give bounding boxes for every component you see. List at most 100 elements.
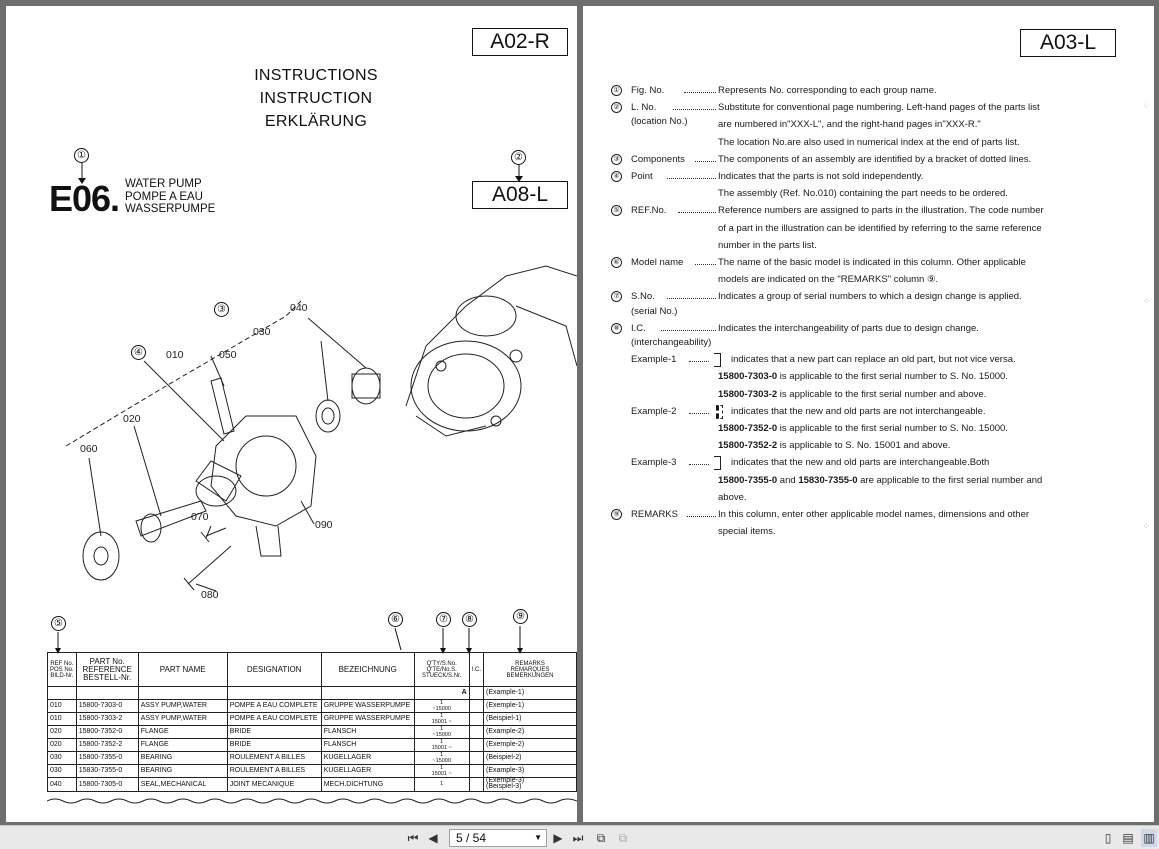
definition-number: ⑥ — [611, 257, 622, 268]
definition-number: ⑨ — [611, 509, 622, 520]
marker-a: A — [413, 686, 470, 700]
cell-ref: 020 — [47, 724, 77, 739]
ic-bracket-icon — [716, 404, 723, 419]
definition-term: Fig. No. — [631, 85, 665, 96]
dotted-leader-line — [678, 212, 716, 214]
paste-page-icon[interactable]: ⧉ — [618, 831, 628, 845]
part-ref-010: 010 — [166, 349, 184, 361]
example-line: 15800-7352-0 is applicable to the first … — [718, 420, 1101, 437]
qty-value: 1 — [440, 781, 444, 788]
cell-name: BEARING — [137, 763, 228, 778]
serial-range: 15001 ~ — [431, 744, 452, 751]
cell-qty: 1~15000 — [413, 750, 470, 765]
title-line: ERKLÄRUNG — [264, 113, 368, 130]
col-remarks-fr: REMARQUES — [510, 666, 550, 673]
remark-cell: (Beispiel-1) — [483, 711, 577, 726]
cell-designation: POMPE A EAU COMPLETE — [226, 711, 322, 726]
col-remarks-de: BEMERKUNGEN — [506, 672, 554, 679]
cell-part-no: 15800-7355-0 — [75, 750, 139, 765]
first-page-icon[interactable]: ⏮ — [407, 831, 419, 845]
cell-name: FLANGE — [137, 737, 228, 752]
dotted-leader-line — [683, 92, 716, 93]
single-page-view-icon[interactable]: ▯ — [1104, 831, 1112, 845]
definition-line: above. — [611, 489, 1101, 506]
part-ref-090: 090 — [315, 519, 333, 531]
part-ref-020: 020 — [123, 413, 141, 425]
prev-page-icon[interactable]: ◀ — [428, 831, 438, 845]
definition-term: REF.No. — [631, 205, 667, 217]
callout-4: ④ — [131, 345, 146, 360]
example-label: Example-1 — [631, 354, 677, 366]
callout-2: ② — [511, 150, 526, 165]
cell-name: ASSY PUMP,WATER — [137, 711, 228, 726]
serial-range: ~15000 — [432, 705, 451, 712]
part-ref-060: 060 — [80, 443, 98, 455]
definition-term: S.No. — [631, 291, 655, 303]
cell-part-no: 15830-7355-0 — [75, 763, 139, 778]
definition-continuation: of a part in the illustration can be ide… — [718, 222, 1042, 234]
example-line: 15800-7303-0 is applicable to the first … — [718, 368, 1101, 385]
cell-bez: GRUPPE WASSERPUMPE — [320, 711, 415, 726]
definition-subterm: (serial No.) — [631, 305, 678, 317]
callout-arrows — [55, 626, 523, 654]
water-pump-exploded-diagram — [65, 265, 577, 592]
definition-subterm: (interchangeability) — [631, 337, 712, 348]
callout-7: ⑦ — [436, 612, 451, 627]
copy-page-icon[interactable]: ⧉ — [596, 831, 606, 845]
remark-cell: (Example-1) — [483, 686, 577, 700]
last-page-icon[interactable]: ⏭ — [572, 831, 584, 845]
col-part-name: PART NAME — [137, 652, 228, 687]
page-number-select[interactable]: 5 / 54 ▼ — [449, 829, 547, 847]
remark-cell: (Beispiel-2) — [483, 750, 577, 765]
cell-ref: 040 — [47, 776, 77, 792]
cell-ref: 010 — [47, 711, 77, 726]
cell-ref: 020 — [47, 737, 77, 752]
example-line: 15800-7303-2 is applicable to the first … — [718, 386, 1101, 403]
cell-part-no: 15800-7303-2 — [75, 711, 139, 726]
cell-designation: BRIDE — [226, 737, 322, 752]
table-tear-edge — [47, 798, 577, 804]
example-line-text: and — [777, 474, 799, 486]
definition-term: L. No. — [631, 102, 657, 114]
definition-line: 15800-7303-2 is applicable to the first … — [611, 386, 1101, 403]
example-description: indicates that the new and old parts are… — [731, 405, 986, 417]
col-part-no-fr: REFERENCE — [82, 664, 132, 674]
qty-value: 1 — [440, 699, 444, 706]
part-ref-070: 070 — [191, 511, 209, 523]
two-page-view-icon[interactable]: ▥ — [1141, 829, 1157, 847]
definition-continuation: The assembly (Ref. No.010) containing th… — [718, 188, 1008, 200]
callout-5: ⑤ — [51, 616, 66, 631]
page-number-display: 5 / 54 — [456, 831, 487, 845]
scan-mark: ⁘ — [1142, 521, 1150, 531]
title-line: INSTRUCTION — [259, 90, 373, 107]
definition-description: In this column, enter other applicable m… — [718, 509, 1030, 520]
cell-part-no: 15800-7352-2 — [75, 737, 139, 752]
page-tag: A03-L — [1020, 29, 1116, 57]
definition-description: Reference numbers are assigned to parts … — [718, 205, 1044, 217]
scan-mark: ⁘ — [1142, 101, 1150, 111]
serial-range: 15001 ~ — [431, 718, 452, 725]
cell-bez: KUGELLAGER — [320, 763, 415, 778]
next-page-icon[interactable]: ▶ — [553, 831, 563, 845]
cell-name: FLANGE — [137, 724, 228, 739]
remark-line: (Beispiel-3) — [486, 783, 522, 791]
definition-description: Substitute for conventional page numberi… — [718, 102, 1040, 114]
dotted-leader-line — [695, 160, 716, 162]
definition-number: ① — [611, 85, 622, 96]
dotted-leader-line — [672, 109, 716, 111]
continuous-view-icon[interactable]: ▤ — [1122, 831, 1134, 845]
marker-row: A (Example-1) — [47, 686, 577, 700]
callout-arrow — [515, 165, 523, 182]
viewer-toolbar: ⏮ ◀ 5 / 54 ▼ ▶ ⏭ ⧉ ⧉ ▯ ▤ ▥ — [0, 825, 1159, 849]
cell-name: BEARING — [137, 750, 228, 765]
document-viewer[interactable]: A02-R INSTRUCTIONS INSTRUCTION ERKLÄRUNG… — [0, 0, 1159, 825]
